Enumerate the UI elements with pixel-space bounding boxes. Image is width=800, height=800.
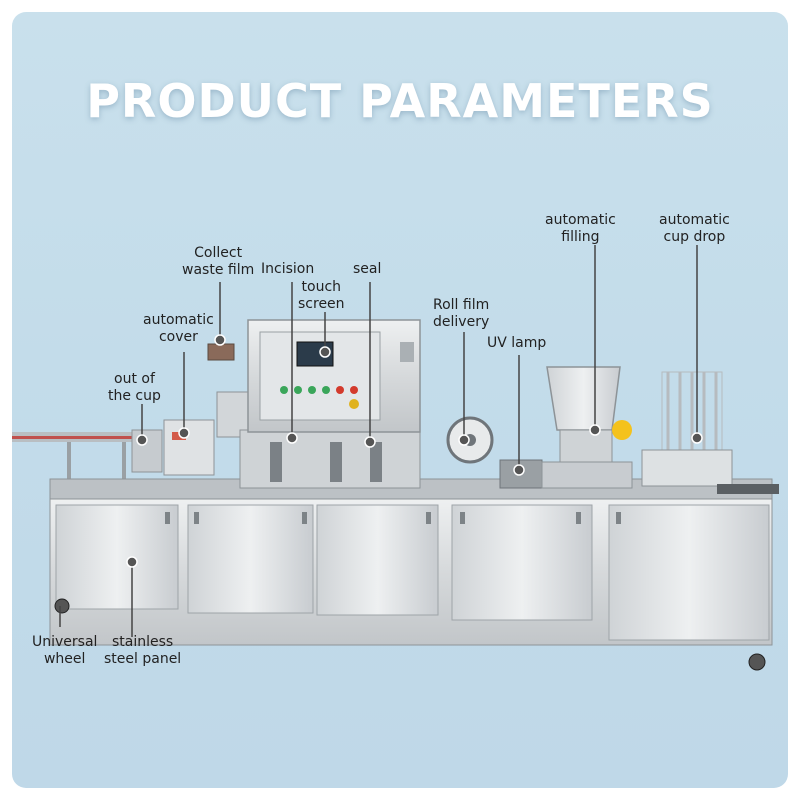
- wheel-right: [748, 653, 766, 671]
- cup-outlet-unit: [131, 419, 215, 476]
- label-line: seal: [353, 261, 382, 277]
- label-line: stainless: [111, 634, 174, 650]
- machine-illustration: [12, 245, 779, 671]
- label-line: screen: [298, 296, 345, 312]
- filling-hopper: [541, 366, 633, 489]
- label-roll-film-delivery: Roll film delivery: [433, 297, 489, 331]
- label-line: out of: [114, 371, 155, 387]
- film-roll: [446, 416, 494, 464]
- waste-film-roll: [207, 343, 235, 361]
- label-universal-wheel: Universal wheel: [32, 634, 97, 668]
- label-line: automatic: [659, 212, 730, 228]
- label-line: touch: [301, 279, 342, 295]
- label-line: waste film: [182, 262, 255, 278]
- cabinet: [49, 478, 773, 646]
- label-touch-screen: touch screen: [298, 279, 345, 313]
- label-seal: seal: [353, 261, 381, 278]
- label-line: cover: [158, 329, 198, 345]
- label-line: Collect: [194, 245, 243, 261]
- label-line: delivery: [433, 314, 490, 330]
- label-out-of-the-cup: out of the cup: [108, 371, 161, 405]
- label-line: the cup: [108, 388, 161, 404]
- label-line: steel panel: [104, 651, 182, 667]
- page-title: PRODUCT PARAMETERS: [86, 74, 714, 128]
- label-line: filling: [561, 229, 600, 245]
- label-incision: Incision: [261, 261, 314, 278]
- label-line: automatic: [545, 212, 616, 228]
- cup-drop-unit: [641, 371, 779, 494]
- outfeed-conveyor: [12, 432, 132, 482]
- label-uv-lamp: UV lamp: [487, 335, 546, 352]
- label-line: Incision: [261, 261, 315, 277]
- label-automatic-cover: automatic cover: [143, 312, 214, 346]
- label-line: Universal: [32, 634, 98, 650]
- label-stainless-steel-panel: stainless steel panel: [104, 634, 181, 668]
- label-line: UV lamp: [487, 335, 547, 351]
- callout-lines: [59, 245, 698, 637]
- label-line: wheel: [43, 651, 86, 667]
- label-line: Roll film: [433, 297, 490, 313]
- label-automatic-filling: automatic filling: [545, 212, 616, 246]
- label-automatic-cup-drop: automatic cup drop: [659, 212, 730, 246]
- label-line: cup drop: [663, 229, 726, 245]
- wheel-left: [54, 598, 70, 614]
- label-collect-waste-film: Collect waste film: [182, 245, 254, 279]
- control-cabinet: [247, 319, 421, 433]
- product-card: PRODUCT PARAMETERS: [12, 12, 788, 788]
- label-line: automatic: [143, 312, 214, 328]
- callout-dots: [126, 334, 703, 568]
